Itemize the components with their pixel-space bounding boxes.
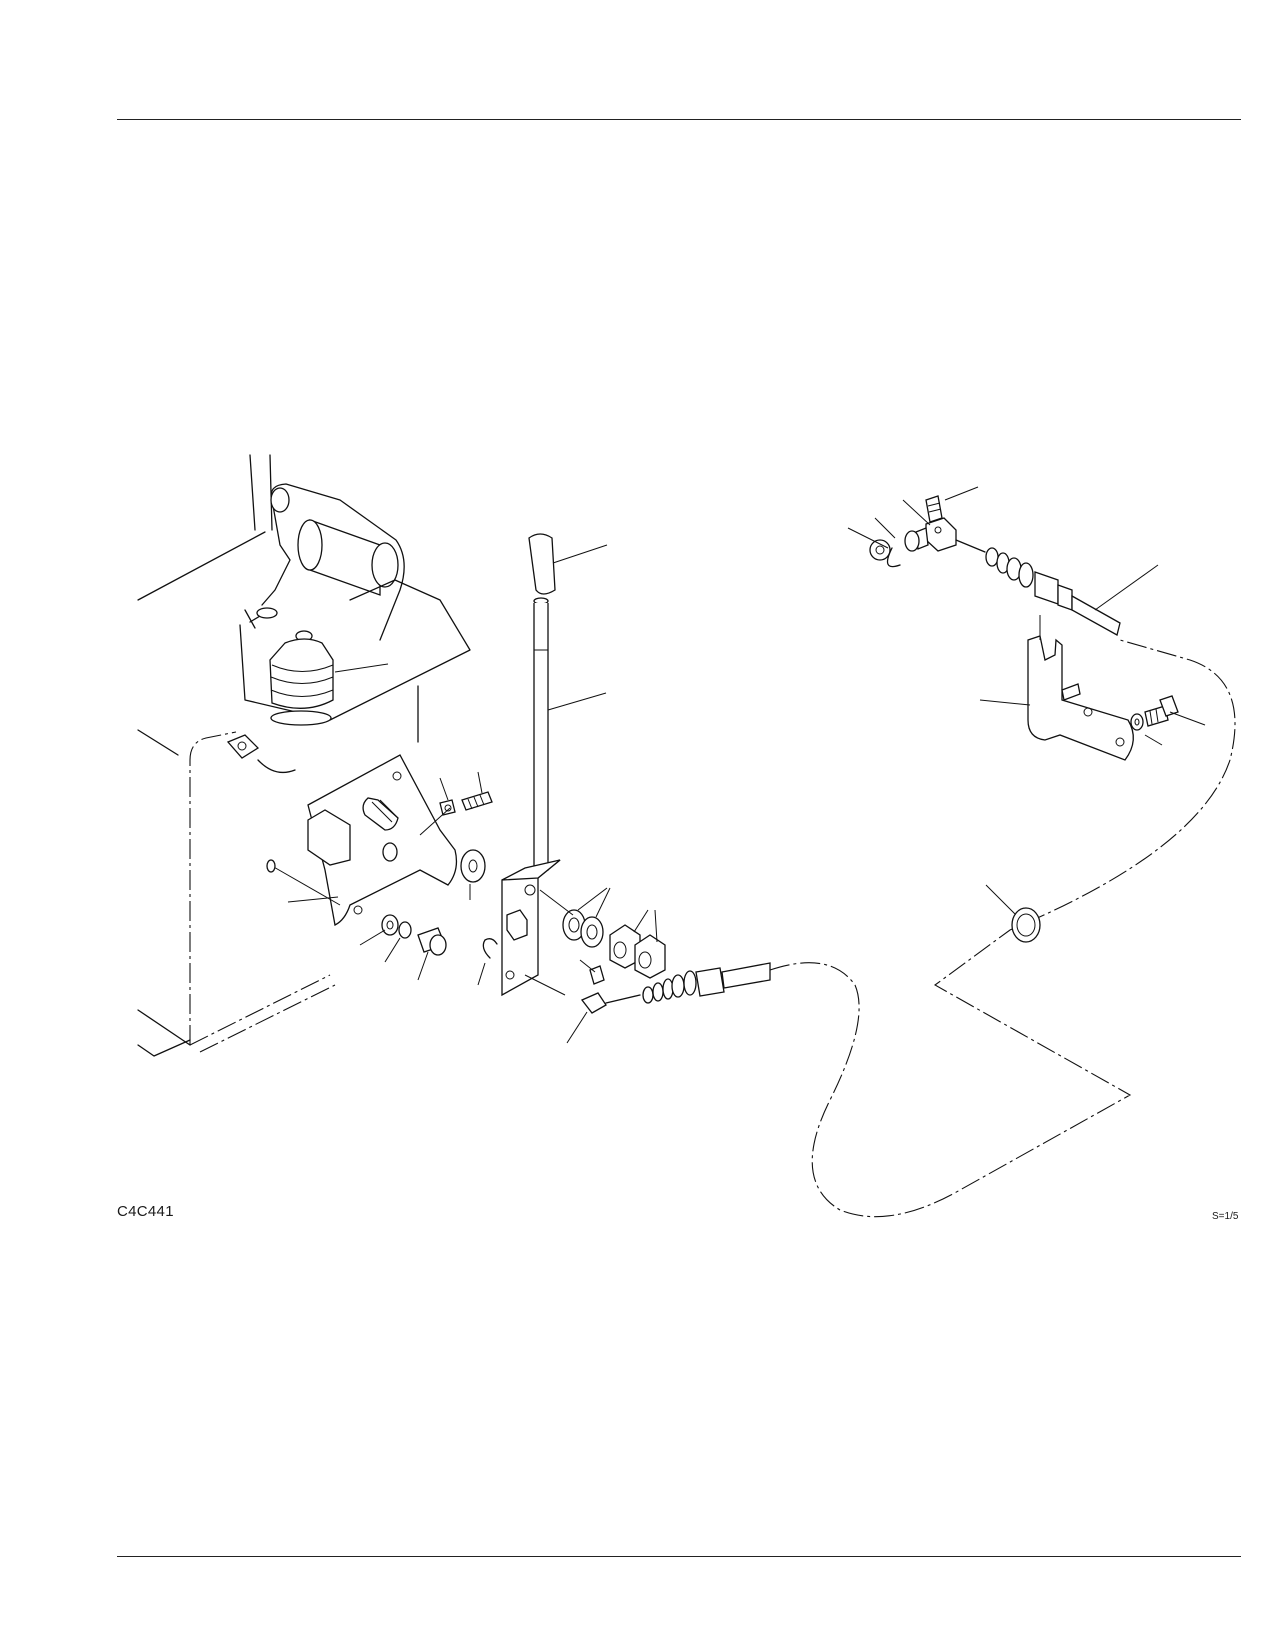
rubber-boot (269, 630, 389, 726)
pivot-bracket (239, 483, 471, 721)
lower-fasteners (359, 914, 447, 981)
corner-tab (226, 734, 296, 774)
right-fasteners (1130, 695, 1206, 746)
cable-end-left (566, 959, 771, 1044)
control-cable (769, 639, 1236, 1218)
scale-note: S=1/5 (1212, 1211, 1239, 1222)
figure-reference-code: C4C441 (117, 1203, 174, 1220)
console-frame (137, 454, 419, 1057)
washer-left (460, 849, 486, 900)
lever-knob (528, 533, 608, 595)
upper-fasteners (419, 771, 493, 836)
center-washers-nuts (539, 887, 666, 979)
serrated-washer (985, 884, 1041, 943)
fork-bracket (979, 615, 1134, 761)
footer-rule (117, 1556, 1241, 1557)
e-clip (477, 938, 498, 986)
lever-bracket-plate (266, 754, 458, 926)
lever-base-plate (501, 859, 566, 997)
cable-end-right (847, 486, 1159, 636)
lever-rod (533, 597, 607, 871)
header-rule (117, 119, 1241, 120)
